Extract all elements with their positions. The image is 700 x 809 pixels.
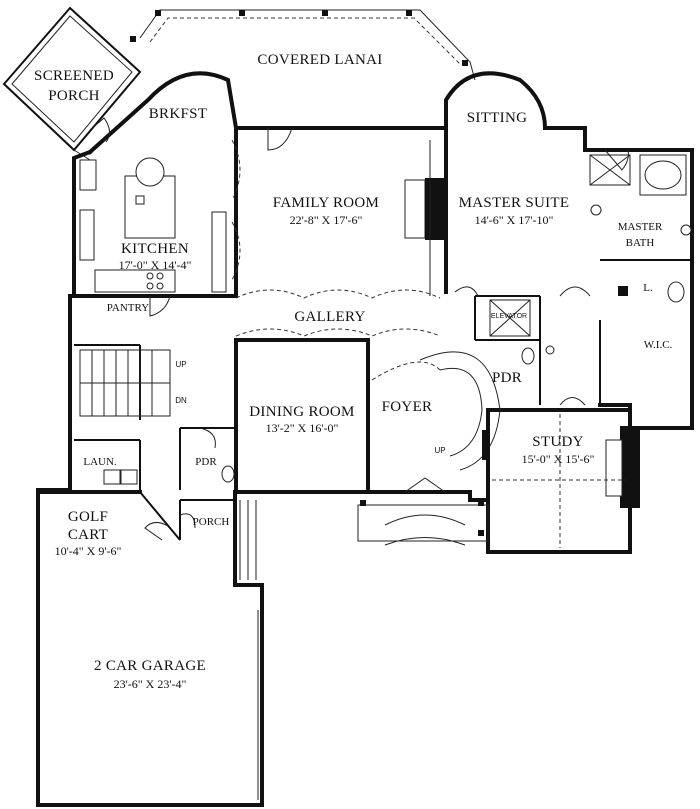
study-label: STUDY [532, 434, 584, 450]
interior-walls [72, 126, 692, 541]
wic-label: W.I.C. [644, 339, 673, 351]
golf-cart-label-2: CART [68, 527, 108, 543]
kitchen-fixtures [79, 157, 227, 293]
front-steps [357, 477, 489, 546]
elevator-shaft [489, 299, 531, 337]
pdr-fixtures [221, 345, 555, 483]
screened-porch-label-2: PORCH [48, 88, 100, 104]
screened-porch-label-1: SCREENED [34, 68, 114, 84]
kitchen-label: KITCHEN [121, 241, 189, 257]
exterior-walls [36, 71, 694, 807]
master-bath-fixtures [589, 154, 692, 303]
porch-label: PORCH [193, 516, 230, 528]
sitting-label: SITTING [467, 110, 527, 126]
stair-up-label: UP [175, 360, 186, 369]
covered-lanai-label: COVERED LANAI [257, 52, 382, 68]
laundry-label: LAUN. [83, 456, 117, 468]
garage-label: 2 CAR GARAGE [94, 658, 206, 674]
laundry-fixtures [103, 469, 138, 485]
dining-room-label: DINING ROOM [249, 404, 354, 420]
linen-label: L. [643, 282, 653, 294]
curved-stair [371, 351, 501, 471]
foyer-up-label: UP [434, 446, 445, 455]
screened-porch-area [2, 6, 142, 161]
golf-cart-label-1: GOLF [68, 509, 108, 525]
elevator-label: ELEVATOR [491, 313, 527, 320]
master-bath-label-1: MASTER [618, 221, 663, 233]
family-room-dims: 22'-8" X 17'-6" [290, 213, 363, 227]
garage-steps [239, 500, 259, 800]
study-fireplace [482, 414, 640, 548]
covered-lanai-area [130, 9, 476, 81]
gallery-arches [231, 139, 441, 337]
pdr-center-label: PDR [492, 370, 522, 386]
back-stair [79, 349, 171, 417]
master-suite-dims: 14'-6" X 17'-10" [475, 213, 554, 227]
pdr-left-label: PDR [195, 456, 217, 468]
brkfst-label: BRKFST [149, 106, 208, 122]
dining-room-dims: 13'-2" X 16'-0" [266, 421, 339, 435]
golf-cart-dims: 10'-4" X 9'-6" [55, 544, 122, 558]
family-fireplace [404, 140, 445, 296]
master-suite-label: MASTER SUITE [459, 195, 570, 211]
study-dims: 15'-0" X 15'-6" [522, 452, 595, 466]
pantry-label: PANTRY [107, 302, 149, 314]
stair-dn-label: DN [175, 396, 187, 405]
garage-dims: 23'-6" X 23'-4" [114, 677, 187, 691]
door-swings [89, 117, 629, 541]
foyer-label: FOYER [382, 399, 433, 415]
family-room-label: FAMILY ROOM [273, 195, 379, 211]
gallery-label: GALLERY [294, 309, 365, 325]
master-bath-label-2: BATH [626, 237, 655, 249]
kitchen-dims: 17'-0" X 14'-4" [119, 258, 192, 272]
